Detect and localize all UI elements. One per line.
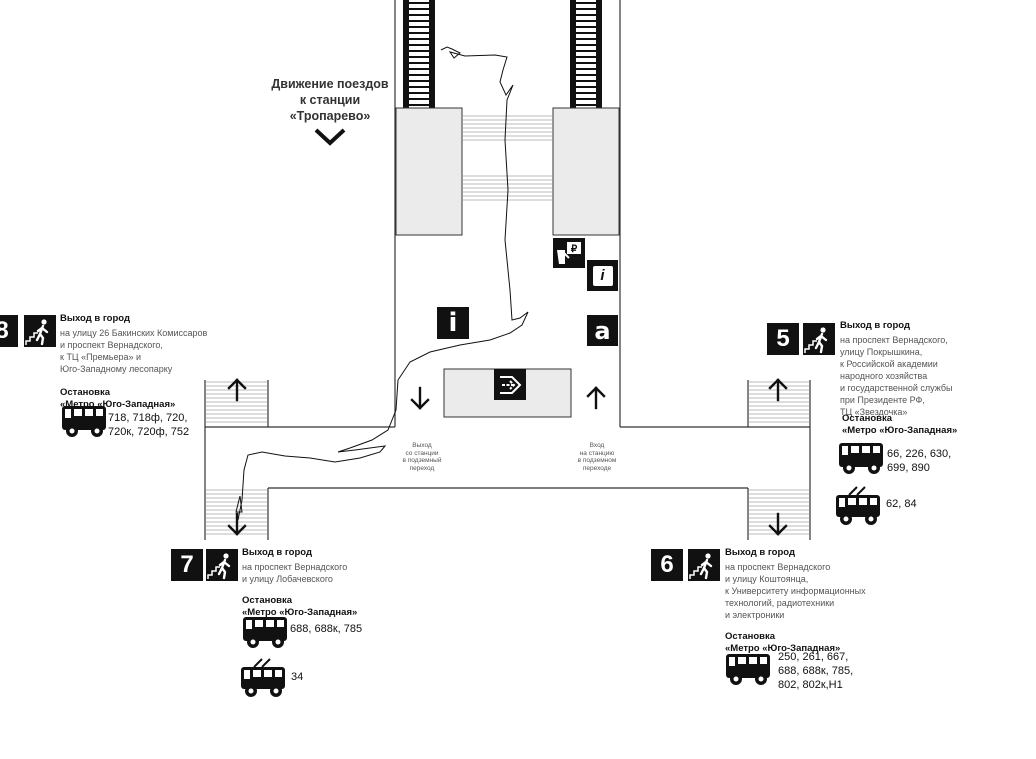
svg-text:₽: ₽ [571, 244, 578, 255]
exit-number-badge: 7 [171, 549, 203, 581]
arrow-up-exit5 [768, 378, 788, 402]
passage-exit-line: Выход [412, 442, 432, 449]
passage-exit-line: в подземный [402, 457, 442, 464]
exit-desc-line: на проспект Вернадского, [840, 335, 948, 345]
stop-title: Остановка [725, 631, 776, 642]
exit-arrow-icon [494, 369, 526, 400]
arrow-up-passage-entry [586, 386, 606, 410]
handdrawn-route-line [237, 46, 529, 521]
exit-desc-line: к Российской академии [840, 359, 938, 369]
bus-routes: 718, 718ф, 720, 720к, 720ф, 752 [108, 411, 189, 439]
pedestrian-stairs-icon [688, 549, 720, 581]
info-icon: i [437, 307, 469, 339]
passage-exit-label: Выход со станции в подземный переход [396, 442, 448, 472]
bus-icon [725, 652, 771, 686]
arrow-down-exit6 [768, 512, 788, 536]
exit-5-info: Выход в город на проспект Вернадского, у… [840, 320, 952, 418]
direction-line2: к станции [299, 93, 361, 107]
handdrawn-arrowhead [235, 495, 243, 513]
trolleybus-icon [240, 658, 286, 698]
exit-title: Выход в город [60, 313, 130, 324]
stop-title: Остановка [242, 595, 293, 606]
trolley-routes: 62, 84 [886, 498, 917, 510]
bus-icon [242, 615, 288, 649]
exit-title: Выход в город [242, 547, 312, 558]
exit-desc-line: и улицу Лобачевского [242, 574, 333, 584]
stop-name: «Метро «Юго-Западная» [242, 607, 358, 618]
bus-routes: 250, 261, 667, 688, 688к, 785, 802, 802к… [778, 650, 853, 692]
bus-routes-line: 250, 261, 667, [778, 651, 849, 663]
ticket-machine-icon: ₽ [553, 238, 585, 268]
exit-desc-line: и улицу Коштоянца, [725, 574, 809, 584]
exit-desc-line: при Президенте РФ, [840, 395, 925, 405]
exit-desc-line: на проспект Вернадского [725, 562, 831, 572]
direction-line3: «Тропарево» [289, 109, 371, 123]
stop-name: «Метро «Юго-Западная» [60, 399, 176, 410]
exit-6-info: Выход в город на проспект Вернадского и … [725, 547, 866, 655]
exit-5-stop: Остановка «Метро «Юго-Западная» [842, 413, 957, 437]
exit-title: Выход в город [840, 320, 910, 331]
bus-routes: 66, 226, 630, 699, 890 [887, 447, 951, 475]
direction-line1: Движение поездов [271, 77, 389, 91]
exit-title: Выход в город [725, 547, 795, 558]
exit-desc-line: ТЦ «Звездочка» [840, 407, 908, 417]
bus-icon [838, 441, 884, 475]
exit-number-badge: 5 [767, 323, 799, 355]
exit-desc-line: на улицу 26 Бакинских Комиссаров [60, 328, 208, 338]
arrow-down-passage-exit [410, 386, 430, 410]
exit-number-badge: 6 [651, 549, 683, 581]
stop-title: Остановка [842, 413, 893, 424]
pedestrian-stairs-icon [24, 315, 56, 347]
arrow-down-exit7 [227, 512, 247, 536]
exit-desc-line: и государственной службы [840, 383, 953, 393]
exit-number-badge: 8 [0, 315, 18, 347]
exit-desc-line: к Университету информационных [725, 586, 866, 596]
pedestrian-stairs-icon [206, 549, 238, 581]
passage-entry-line: в подземном [577, 457, 617, 464]
letter-a-icon: a [587, 315, 618, 346]
platform-right [552, 107, 620, 236]
bus-routes-line: 718, 718ф, 720, [108, 412, 188, 424]
pedestrian-stairs-icon [803, 323, 835, 355]
exit-desc-line: улицу Покрышкина, [840, 347, 923, 357]
passage-exit-line: со станции [405, 449, 439, 457]
stop-name: «Метро «Юго-Западная» [725, 643, 841, 654]
passage-entry-line: Вход [589, 442, 605, 449]
bus-routes-line: 699, 890 [887, 462, 930, 474]
track-left [403, 0, 435, 108]
bus-routes: 688, 688к, 785 [290, 623, 363, 635]
stop-title: Остановка [60, 387, 111, 398]
exit-desc-line: и электроники [725, 610, 785, 620]
hall-outline [204, 0, 811, 540]
passage-entry-line: переходе [582, 464, 612, 472]
exit-desc-line: и проспект Вернадского, [60, 340, 163, 350]
exit-8-info: Выход в город на улицу 26 Бакинских Коми… [60, 313, 207, 411]
exit-desc-line: к ТЦ «Премьера» и [60, 352, 142, 362]
exit-desc-line: на проспект Вернадского [242, 562, 348, 572]
trolleybus-icon [835, 486, 881, 526]
train-direction-label: Движение поездов к станции «Тропарево» [262, 76, 398, 124]
platform-left [395, 107, 463, 236]
exit-desc-line: Юго-Западному лесопарку [60, 364, 173, 374]
bus-routes-line: 802, 802к,Н1 [778, 679, 843, 691]
info-icon: i [587, 260, 618, 291]
bus-routes-line: 66, 226, 630, [887, 448, 952, 460]
exit-7-info: Выход в город на проспект Вернадского и … [242, 547, 357, 619]
bus-icon [61, 404, 107, 438]
passage-entry-label: Вход на станцию в подземном переходе [571, 442, 623, 472]
bus-routes-line: 720к, 720ф, 752 [108, 426, 190, 438]
letter-a-label: a [594, 316, 611, 345]
track-right [570, 0, 602, 108]
arrow-up-exit8 [227, 378, 247, 402]
exit-desc-line: народного хозяйства [840, 371, 928, 381]
stop-name: «Метро «Юго-Западная» [842, 425, 958, 436]
bus-routes-line: 688, 688к, 785, [778, 665, 854, 677]
passage-entry-line: на станцию [579, 449, 615, 457]
trolley-routes: 34 [291, 671, 304, 683]
passage-exit-line: переход [409, 464, 435, 472]
chevron-down-icon [314, 128, 346, 146]
exit-desc-line: технологий, радиотехники [725, 598, 835, 608]
